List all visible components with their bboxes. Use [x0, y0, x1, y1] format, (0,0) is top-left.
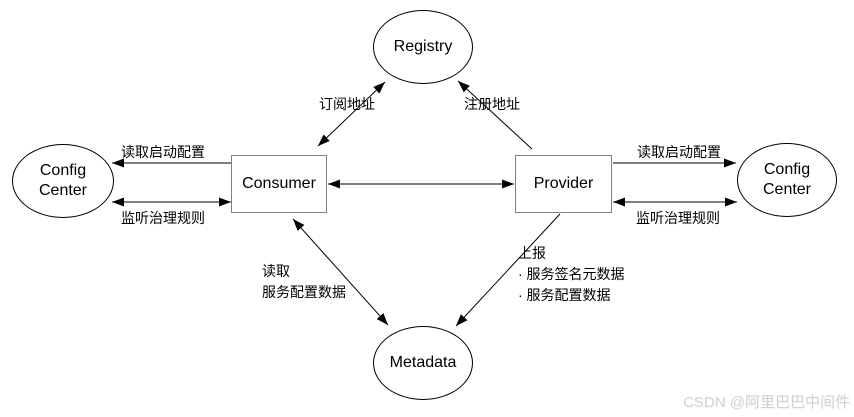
edge-provider-metadata: [455, 213, 561, 327]
edge-consumer-registry: [317, 81, 386, 147]
edge-label-listen-governance-rules-right: 监听治理规则: [636, 210, 720, 226]
edge-consumer-metadata: [292, 218, 389, 326]
node-provider: Provider: [515, 155, 612, 213]
node-config-center-left: Config Center: [12, 144, 114, 218]
edge-label-read-startup-config-left: 读取启动配置: [121, 144, 205, 160]
node-config-center-left-label-line1: Config: [39, 162, 87, 179]
csdn-watermark: CSDN @阿里巴巴中间件: [683, 394, 850, 411]
node-config-center-right-label-line2: Center: [762, 181, 812, 198]
edge-label-register-address: 注册地址: [464, 96, 520, 112]
edge-provider-registry: [457, 80, 533, 150]
node-provider-label: Provider: [533, 175, 594, 192]
node-consumer: Consumer: [231, 155, 327, 213]
edge-label-read-metadata: 读取 服务配置数据: [262, 261, 346, 303]
edge-label-read-startup-config-right: 读取启动配置: [637, 144, 721, 160]
edge-label-read-metadata-line2: 服务配置数据: [262, 284, 346, 300]
node-consumer-label: Consumer: [242, 175, 316, 192]
edge-label-report-metadata: 上报 · 服务签名元数据 · 服务配置数据: [518, 243, 625, 306]
node-metadata-label: Metadata: [389, 354, 457, 371]
node-config-center-right-label-line1: Config: [763, 161, 811, 178]
edge-label-report-metadata-line2: · 服务签名元数据: [518, 266, 625, 282]
edge-label-subscribe-address: 订阅地址: [319, 96, 375, 112]
edge-label-read-metadata-line1: 读取: [262, 263, 290, 279]
edge-label-report-metadata-line3: · 服务配置数据: [518, 287, 611, 303]
node-registry-label: Registry: [393, 38, 453, 55]
edge-label-listen-governance-rules-left: 监听治理规则: [121, 210, 205, 226]
node-registry: Registry: [373, 10, 473, 84]
node-metadata: Metadata: [373, 326, 473, 400]
node-config-center-left-label-line2: Center: [38, 182, 88, 199]
edge-label-report-metadata-line1: 上报: [518, 245, 546, 261]
node-config-center-right: Config Center: [737, 143, 837, 217]
